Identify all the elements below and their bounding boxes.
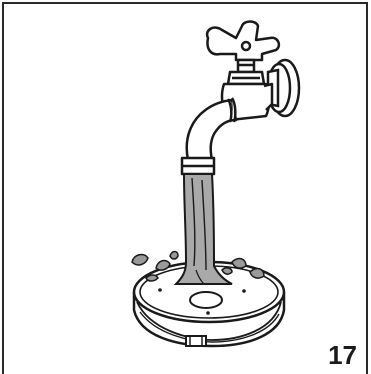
step-number-label: 17 (328, 342, 357, 368)
faucet-icon (182, 22, 279, 175)
